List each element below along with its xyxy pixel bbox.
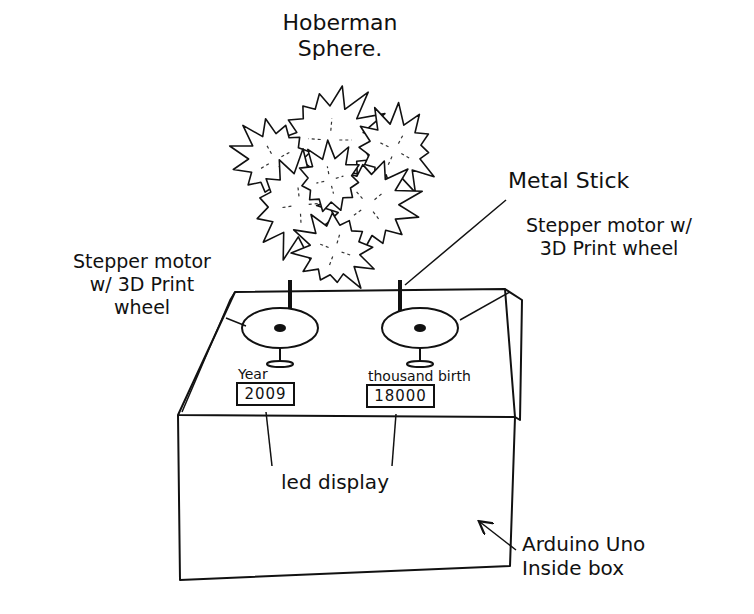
sphere-hatch [298,185,299,197]
sphere-hatch [336,176,344,178]
sphere-hatch [280,206,292,208]
sphere-hatch [316,181,324,183]
motor-base [407,361,433,367]
wheel-hub [415,325,425,331]
motor-base [267,361,293,367]
box-edge [182,292,235,412]
sphere-hatch [308,138,320,140]
part-label: Metal Stick [508,168,728,194]
motor-stem [279,348,281,362]
sphere-hatch [339,139,351,140]
sphere-hatch [380,143,389,147]
box-front [178,415,515,580]
box-top [178,289,515,417]
display-heading: Year [238,366,268,382]
hoberman-sphere [230,86,434,288]
led-display: thousand birth18000 [366,384,435,408]
sphere-hatch [300,214,302,226]
sphere-hatch [388,157,392,166]
sphere-hatch [352,210,361,217]
display-heading: thousand birth [368,368,471,384]
sphere-hatch [332,186,334,194]
part-label: Stepper motor w/ 3D Print wheel [62,250,222,318]
motor-stem [419,348,421,362]
wheel-hub [275,325,285,331]
sphere-hatch [355,190,362,198]
part-label: led display [255,470,415,494]
sphere-hatch [267,145,272,153]
box-side [505,289,522,420]
sphere-segment [291,213,374,288]
display-value: 18000 [373,387,428,405]
leader-line [460,292,510,320]
sphere-hatch [342,252,351,255]
display-value: 2009 [243,385,288,403]
sphere-hatch [331,118,332,130]
sphere-hatch [327,166,329,174]
note-label: Arduino Uno Inside box [522,532,702,580]
sphere-hatch [398,135,403,143]
leader-line [226,318,246,326]
sphere-hatch [337,235,340,244]
leader-line [405,200,506,285]
part-label: Stepper motor w/ 3D Print wheel [514,214,704,260]
title-label: Hoberman Sphere. [255,10,425,63]
sphere-hatch [320,244,329,247]
sphere-hatch [375,193,384,200]
sphere-hatch [281,152,290,157]
wheel [382,308,458,348]
sphere-hatch [261,164,269,169]
wheel [242,308,318,348]
leader-arrow [480,522,516,550]
sphere-hatch [330,257,333,266]
led-display: Year2009 [236,382,295,406]
sphere-segment [300,140,360,211]
leader-line [392,414,396,466]
leader-line [266,412,272,466]
sphere-hatch [373,212,380,221]
sphere-hatch [401,154,409,159]
